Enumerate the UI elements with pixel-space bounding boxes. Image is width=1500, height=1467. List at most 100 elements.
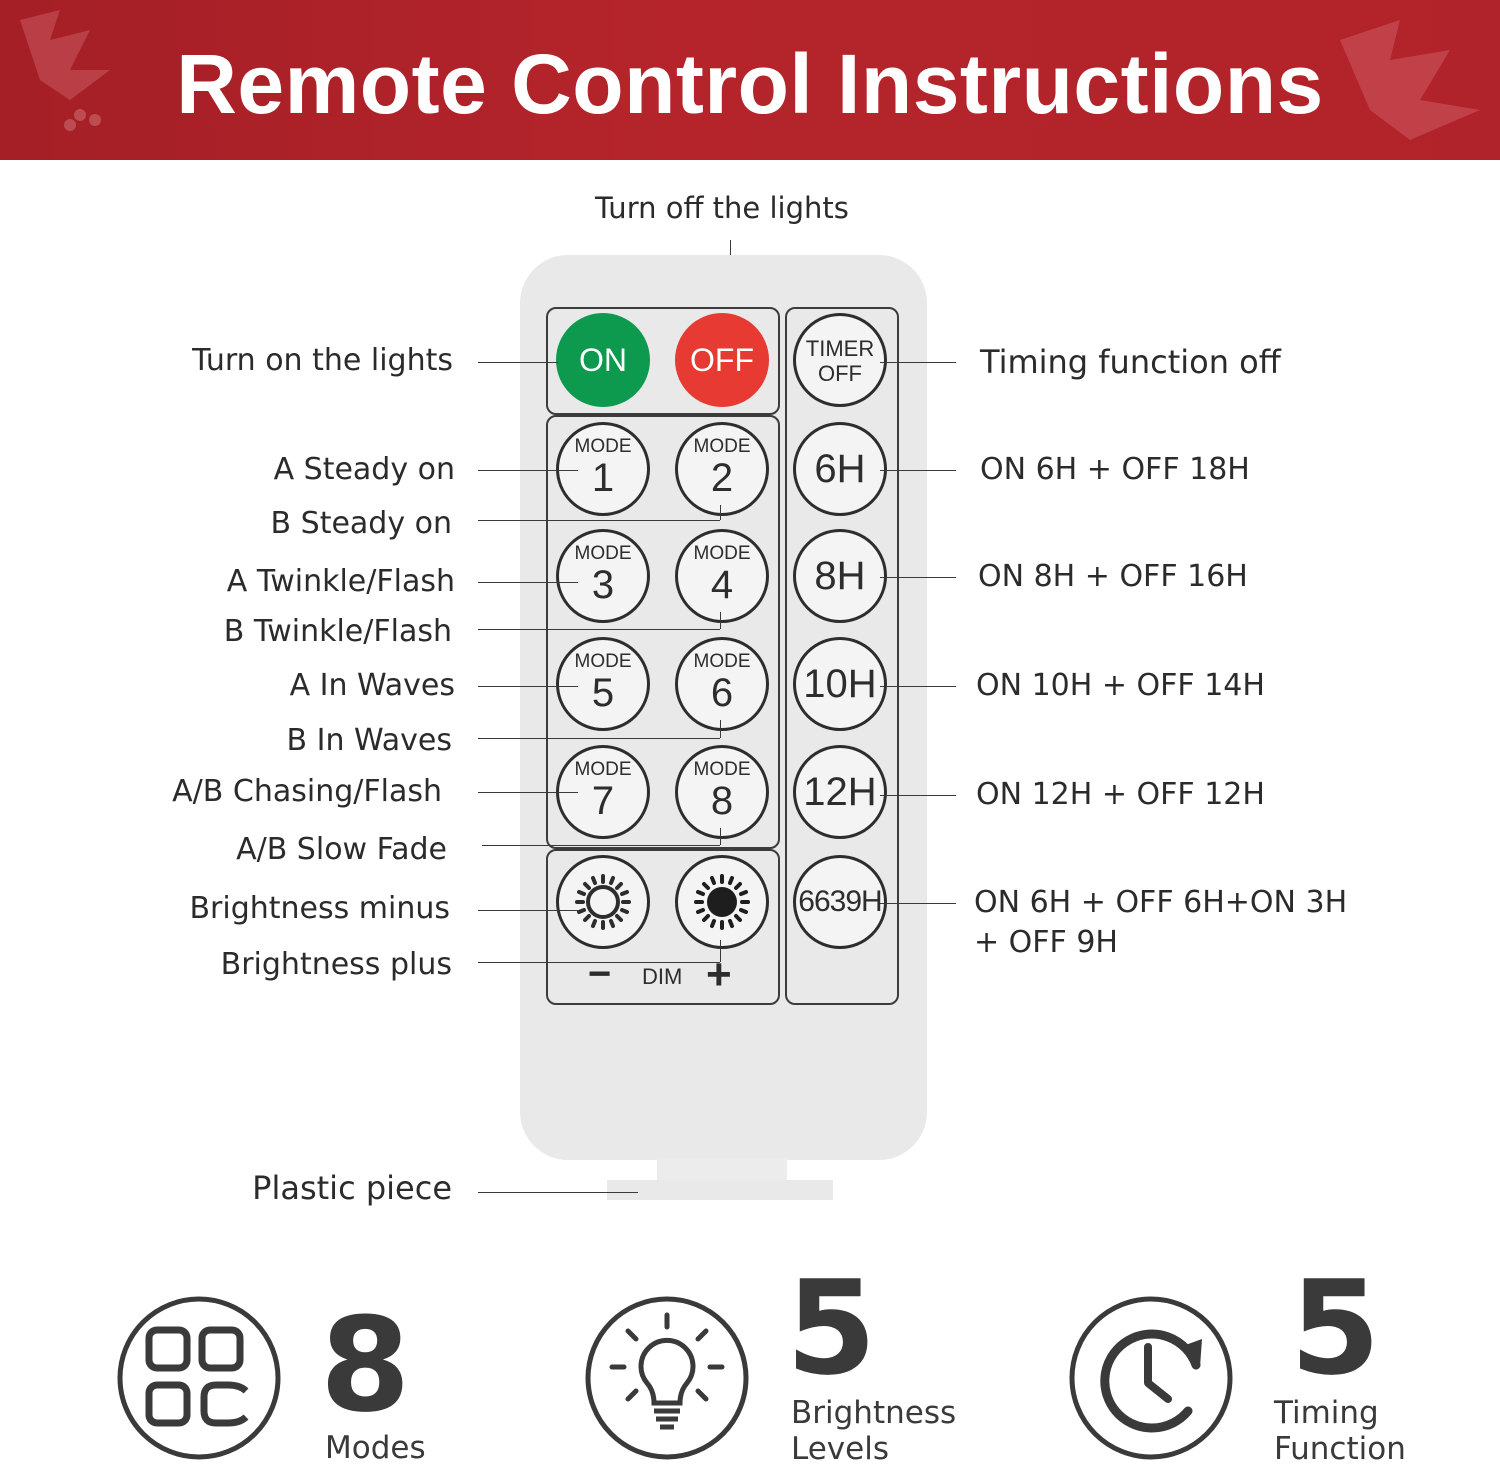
timer-12h-button[interactable]: 12H — [793, 745, 887, 839]
page-title: Remote Control Instructions — [176, 37, 1324, 131]
label-ab-chasing: A/B Chasing/Flash — [172, 774, 442, 809]
label-timer-12h: ON 12H + OFF 12H — [976, 777, 1265, 812]
timer-off-line1: TIMER — [805, 336, 875, 361]
dim-plus-sign: + — [706, 950, 732, 999]
sun-filled-icon — [694, 874, 750, 930]
leader-line — [478, 910, 578, 911]
mode-3-button[interactable]: MODE 3 — [556, 529, 650, 623]
dim-legend: − DIM + — [548, 950, 776, 999]
header-banner: Remote Control Instructions — [0, 0, 1500, 160]
timing-count: 5 — [1290, 1252, 1381, 1404]
timer-6639h-button[interactable]: 6639H — [793, 855, 887, 949]
brightness-plus-button[interactable] — [675, 855, 769, 949]
mode-1-button[interactable]: MODE 1 — [556, 422, 650, 516]
mode-word: MODE — [574, 759, 632, 780]
timer-off-button[interactable]: TIMER OFF — [793, 313, 887, 407]
grid-icon — [117, 1296, 281, 1460]
dim-button-group — [546, 849, 780, 1005]
off-button[interactable]: OFF — [675, 313, 769, 407]
mode-word: MODE — [693, 436, 751, 457]
modes-count: 8 — [320, 1289, 411, 1441]
timer-10h-button[interactable]: 10H — [793, 637, 887, 731]
label-timer-off: Timing function off — [980, 343, 1281, 381]
leader-line — [478, 738, 720, 739]
timing-label-line1: Timing — [1274, 1395, 1379, 1431]
mode-word: MODE — [693, 651, 751, 672]
power-button-group — [546, 307, 780, 415]
brightness-label-line2: Levels — [791, 1431, 889, 1467]
leader-line — [880, 795, 956, 796]
mode-7-button[interactable]: MODE 7 — [556, 745, 650, 839]
leader-line — [478, 792, 578, 793]
leader-line — [720, 612, 721, 629]
mode-5-button[interactable]: MODE 5 — [556, 637, 650, 731]
mode-number: 6 — [710, 671, 734, 715]
timer-6h-button[interactable]: 6H — [793, 422, 887, 516]
plastic-piece-base — [607, 1180, 833, 1200]
label-b-twinkle: B Twinkle/Flash — [223, 614, 452, 649]
leader-line — [478, 629, 720, 630]
mode-word: MODE — [574, 543, 632, 564]
leader-line — [478, 470, 578, 471]
label-a-twinkle: A Twinkle/Flash — [226, 564, 455, 599]
label-timer-8h: ON 8H + OFF 16H — [978, 559, 1248, 594]
clock-refresh-icon — [1069, 1296, 1233, 1460]
mode-word: MODE — [574, 651, 632, 672]
mode-8-button[interactable]: MODE 8 — [675, 745, 769, 839]
label-timer-6h: ON 6H + OFF 18H — [980, 452, 1250, 487]
leader-line — [880, 470, 956, 471]
brightness-minus-button[interactable] — [556, 855, 650, 949]
label-turn-on: Turn on the lights — [192, 343, 453, 378]
label-b-steady: B Steady on — [270, 506, 452, 541]
leader-line — [478, 1192, 638, 1193]
label-plastic-piece: Plastic piece — [252, 1169, 452, 1207]
leader-line — [720, 505, 721, 520]
leader-line — [482, 845, 720, 846]
dim-label: DIM — [642, 964, 683, 989]
leader-line — [478, 582, 578, 583]
mode-number: 8 — [710, 779, 734, 823]
mode-button-group — [546, 415, 780, 849]
dim-minus-sign: − — [588, 952, 612, 996]
on-button[interactable]: ON — [556, 313, 650, 407]
label-timer-6639h-line1: ON 6H + OFF 6H+ON 3H — [974, 885, 1348, 920]
holly-decoration-icon — [20, 10, 110, 131]
mode-2-button[interactable]: MODE 2 — [675, 422, 769, 516]
mode-number: 1 — [591, 456, 615, 500]
leader-line — [720, 828, 721, 845]
mode-number: 2 — [710, 456, 734, 500]
timer-8h-button[interactable]: 8H — [793, 529, 887, 623]
leader-line — [880, 903, 956, 904]
leader-line — [478, 686, 578, 687]
leader-line — [720, 940, 721, 962]
leader-line — [880, 362, 956, 363]
leader-line — [478, 362, 558, 363]
leader-line — [478, 520, 720, 521]
mode-number: 3 — [591, 563, 615, 607]
plastic-piece-neck — [657, 1158, 787, 1182]
label-ab-fade: A/B Slow Fade — [236, 832, 447, 867]
mode-number: 4 — [710, 563, 734, 607]
leader-line — [880, 577, 956, 578]
brightness-count: 5 — [786, 1252, 877, 1404]
mode-word: MODE — [693, 543, 751, 564]
timing-label-line2: Function — [1274, 1431, 1406, 1467]
brightness-label-line1: Brightness — [791, 1395, 957, 1431]
label-turn-off: Turn off the lights — [595, 191, 849, 225]
mode-number: 7 — [591, 779, 615, 823]
leader-line — [478, 962, 720, 963]
label-timer-10h: ON 10H + OFF 14H — [976, 668, 1265, 703]
timer-button-group — [785, 307, 899, 1005]
leader-line — [880, 686, 956, 687]
sun-outline-icon — [575, 874, 631, 930]
mode-4-button[interactable]: MODE 4 — [675, 529, 769, 623]
label-a-steady: A Steady on — [273, 452, 455, 487]
mode-number: 5 — [591, 671, 615, 715]
mode-word: MODE — [574, 436, 632, 457]
mode-word: MODE — [693, 759, 751, 780]
label-b-waves: B In Waves — [286, 723, 452, 758]
holly-decoration-icon — [1340, 20, 1480, 140]
label-a-waves: A In Waves — [289, 668, 455, 703]
mode-6-button[interactable]: MODE 6 — [675, 637, 769, 731]
modes-label: Modes — [325, 1430, 426, 1466]
